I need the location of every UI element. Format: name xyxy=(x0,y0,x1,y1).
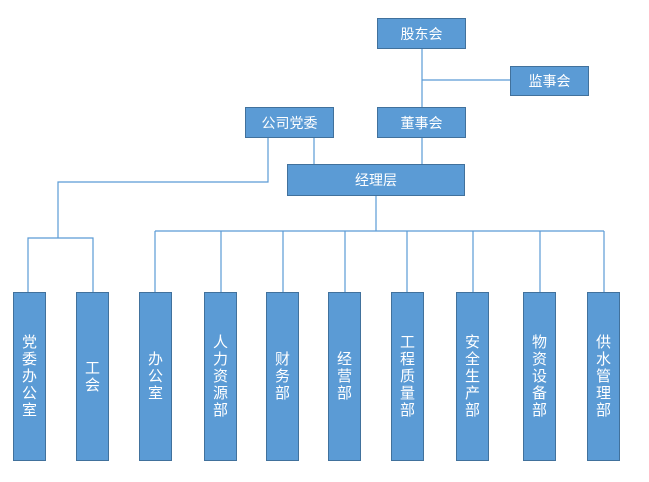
node-board: 董事会 xyxy=(377,107,466,138)
node-materials: 物资设备部 xyxy=(523,292,556,461)
node-party-office-label: 党委办公室 xyxy=(20,334,38,419)
node-business: 经营部 xyxy=(328,292,361,461)
node-finance: 财务部 xyxy=(266,292,299,461)
node-office: 办公室 xyxy=(139,292,172,461)
line-party-children xyxy=(27,237,94,292)
node-shareholders: 股东会 xyxy=(377,18,466,49)
node-party-office: 党委办公室 xyxy=(13,292,46,461)
node-supervisors: 监事会 xyxy=(510,66,589,96)
line-party-branch xyxy=(57,138,269,238)
node-water-supply: 供水管理部 xyxy=(587,292,620,461)
node-safety: 安全生产部 xyxy=(456,292,489,461)
node-hr: 人力资源部 xyxy=(204,292,237,461)
node-party-committee: 公司党委 xyxy=(245,107,334,138)
node-engineering-quality: 工程质量部 xyxy=(391,292,424,461)
node-union: 工会 xyxy=(76,292,109,461)
node-management: 经理层 xyxy=(287,164,465,196)
